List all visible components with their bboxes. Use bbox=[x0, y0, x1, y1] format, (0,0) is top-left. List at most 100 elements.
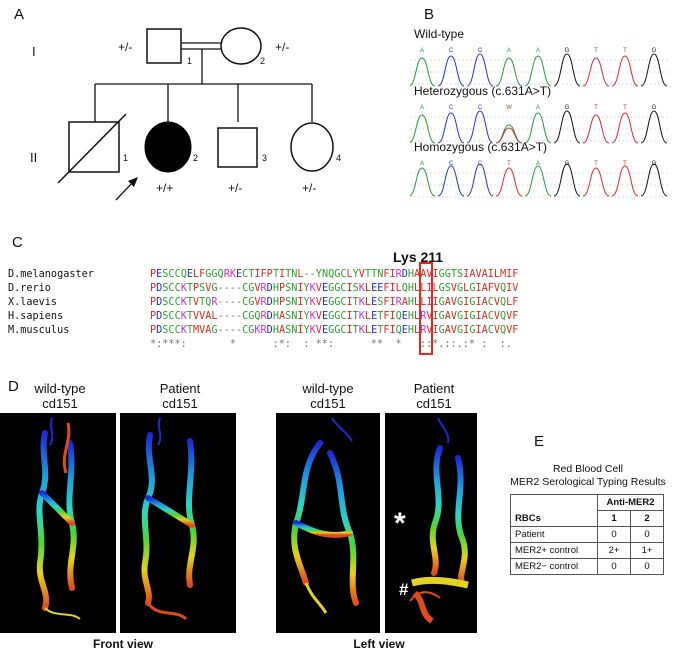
panel-label-c: C bbox=[12, 234, 23, 251]
sequence-row: PDSCCKTMVAG----CGKRDHASNIYKVEGGCITKLETFI… bbox=[150, 325, 519, 336]
base-call: G bbox=[652, 105, 657, 111]
row-label: MER2+ control bbox=[510, 542, 598, 559]
species-name: H.sapiens bbox=[8, 311, 64, 322]
chromatogram-peak bbox=[582, 114, 610, 144]
panel-label-b: B bbox=[424, 6, 435, 23]
sequence-row: PDSCCKTVVAL----CGQRDHASNIYKVEGGCITKLETFI… bbox=[150, 311, 519, 322]
chromatogram-peak bbox=[524, 165, 552, 197]
chromatogram-peak bbox=[553, 110, 581, 144]
front-view-label: Front view bbox=[92, 637, 153, 651]
individual-number: 2 bbox=[193, 153, 199, 163]
chromatogram-peak bbox=[611, 112, 639, 144]
genotype-label: +/- bbox=[228, 181, 243, 195]
generation-label-ii: II bbox=[30, 150, 38, 165]
sequence-row: PDSCCKTPSVG----CGVRDHPSNIYKVEGGCISKLEEFI… bbox=[150, 283, 519, 294]
base-call: T bbox=[623, 48, 627, 54]
species-name: M.musculus bbox=[8, 325, 70, 336]
base-call: A bbox=[536, 48, 540, 54]
base-call: C bbox=[478, 105, 483, 111]
chromatogram-peak bbox=[524, 55, 552, 87]
base-call: T bbox=[594, 48, 598, 54]
deletion-marker-hash: # bbox=[399, 580, 409, 599]
col-header: 2 bbox=[630, 510, 664, 527]
row-label: MER2− control bbox=[510, 558, 598, 575]
track-title-heterozygous: Heterozygous (c.631A>T) bbox=[414, 84, 552, 98]
chromatogram-peak bbox=[437, 55, 465, 87]
base-call: A bbox=[420, 161, 424, 167]
lys211-label: Lys 211 bbox=[393, 249, 444, 265]
cell-value: 0 bbox=[630, 526, 664, 543]
chromatogram-peak bbox=[611, 165, 639, 197]
structure-title: wild-type cd151 bbox=[34, 381, 86, 411]
structure-panel-wt-front bbox=[0, 413, 116, 633]
brother-square bbox=[217, 127, 258, 168]
chromatogram-peak bbox=[495, 127, 523, 144]
panel-label-a: A bbox=[14, 6, 25, 23]
panel-label-e: E bbox=[534, 433, 545, 450]
cell-value: 2+ bbox=[597, 542, 631, 559]
panel-label-d: D bbox=[8, 378, 19, 395]
table-title: Red Blood Cell MER2 Serological Typing R… bbox=[510, 463, 666, 488]
base-call: A bbox=[420, 105, 424, 111]
chromatogram-peak bbox=[437, 112, 465, 144]
proband-circle bbox=[144, 121, 192, 173]
individual-number: 3 bbox=[262, 153, 268, 163]
base-call: C bbox=[478, 48, 483, 54]
chromatogram-peak bbox=[553, 163, 581, 197]
sequence-row: PDSCCKTVTQR----CGVRDHPSNIYKVEGGCITKLESFI… bbox=[150, 297, 519, 308]
base-call: T bbox=[594, 105, 598, 111]
base-call: C bbox=[449, 161, 454, 167]
col-header: 1 bbox=[597, 510, 631, 527]
cell-value: 1+ bbox=[630, 542, 664, 559]
generation-label-i: I bbox=[32, 44, 36, 59]
chromatogram-peak bbox=[553, 53, 581, 87]
chromatogram-peak bbox=[410, 114, 436, 144]
individual-number: 4 bbox=[336, 153, 342, 163]
chromatogram-peak bbox=[437, 165, 465, 197]
chromatogram-peak bbox=[640, 53, 668, 87]
deceased-brother-square bbox=[68, 121, 120, 173]
genotype-label: +/- bbox=[118, 40, 133, 54]
chromatogram-peak bbox=[410, 167, 436, 197]
structure-title: Patient cd151 bbox=[413, 381, 455, 411]
chromatogram-peak bbox=[640, 110, 668, 144]
genotype-label: +/- bbox=[275, 40, 290, 54]
structure-panel-patient-left bbox=[385, 413, 477, 633]
chromatogram-peak bbox=[524, 112, 552, 144]
base-call: T bbox=[507, 161, 511, 167]
species-list: D.melanogaster D.rerio X.laevis H.sapien… bbox=[8, 268, 94, 338]
base-call: A bbox=[507, 48, 511, 54]
species-name: D.rerio bbox=[8, 283, 51, 294]
sequence-alignment: PESCCQELFGGQRKECTIFPTITNL--YNQGCLYVTTNFI… bbox=[150, 268, 518, 352]
table-row: MER2+ control 2+ 1+ bbox=[510, 542, 664, 559]
deletion-marker-asterisk: * bbox=[394, 507, 406, 540]
base-call: C bbox=[449, 105, 454, 111]
chromatogram-peak bbox=[582, 57, 610, 87]
base-call: T bbox=[623, 161, 627, 167]
chromatogram-peak bbox=[611, 55, 639, 87]
structure-panel-wt-left bbox=[276, 413, 380, 633]
base-call: G bbox=[565, 105, 570, 111]
rbcs-header: RBCs bbox=[510, 510, 598, 527]
cell-value: 0 bbox=[630, 558, 664, 575]
base-call: T bbox=[594, 161, 598, 167]
left-view-label: Left view bbox=[353, 637, 405, 651]
sister-circle bbox=[290, 122, 334, 172]
genotype-label: +/- bbox=[302, 181, 317, 195]
proband-arrow bbox=[115, 180, 135, 201]
chromatogram-peak bbox=[466, 110, 494, 144]
sequence-row: PESCCQELFGGQRKECTIFPTITNL--YNQGCLYVTTNFI… bbox=[150, 269, 519, 280]
individual-number: 1 bbox=[123, 153, 129, 163]
lys211-highlight-box bbox=[419, 262, 433, 355]
table-row: MER2− control 0 0 bbox=[510, 558, 664, 575]
chromatogram-peak bbox=[466, 53, 494, 87]
species-name: X.laevis bbox=[8, 297, 58, 308]
genotype-label: +/+ bbox=[156, 181, 174, 195]
protein-structures bbox=[0, 413, 477, 633]
row-label: Patient bbox=[510, 526, 598, 543]
species-name: D.melanogaster bbox=[8, 269, 94, 280]
base-call: G bbox=[652, 48, 657, 54]
base-call: G bbox=[565, 48, 570, 54]
base-call: A bbox=[420, 48, 424, 54]
